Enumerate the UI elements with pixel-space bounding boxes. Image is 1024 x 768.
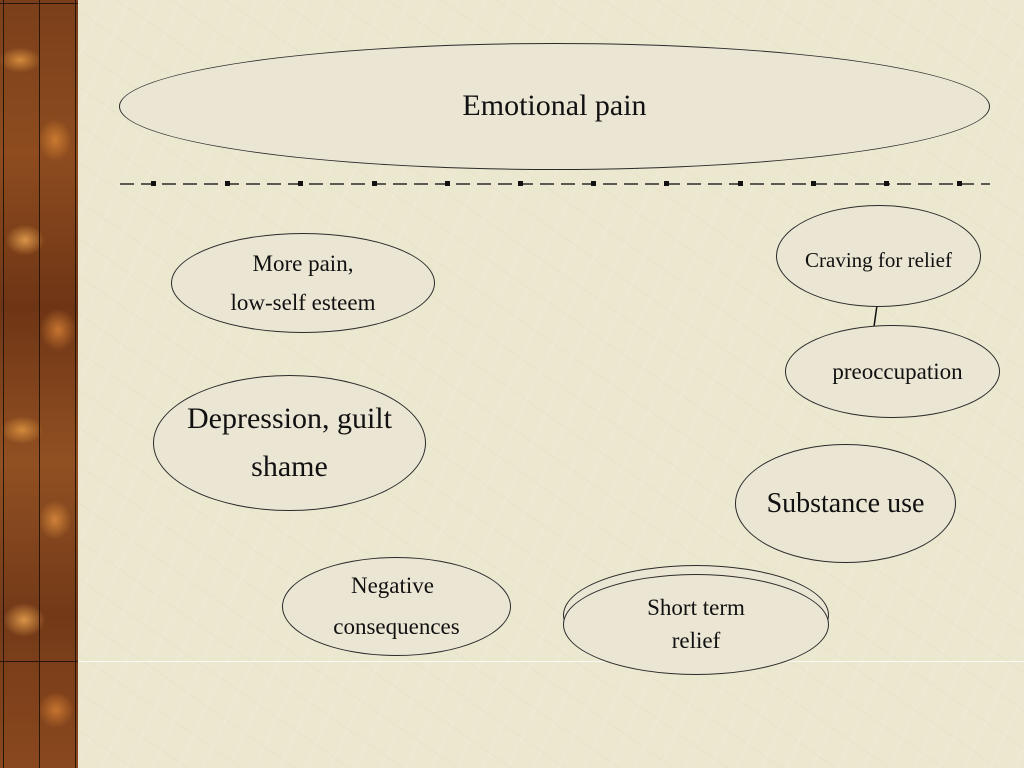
substance-use-node: Substance use [735, 444, 956, 563]
node-label: preoccupation [832, 358, 963, 384]
depression-guilt-shame-node: Depression, guilt shame [153, 375, 426, 511]
strip-divider [0, 661, 78, 662]
node-label-line: relief [671, 627, 721, 653]
emotional-pain-node: Emotional pain [119, 43, 990, 170]
strip-divider [3, 0, 4, 768]
craving-for-relief-node: Craving for relief [776, 205, 981, 307]
node-label-line: consequences [333, 613, 460, 639]
node-label-line: Short term [647, 595, 745, 621]
node-label: Emotional pain [462, 89, 647, 123]
negative-consequences-node: Negative consequences [282, 557, 511, 656]
node-label-line: More pain, [252, 250, 354, 276]
more-pain-node: More pain, low-self esteem [171, 233, 435, 333]
node-label-line: shame [251, 450, 328, 483]
strip-divider [39, 0, 40, 768]
bottom-rule [78, 661, 1024, 662]
node-label-line: Negative [350, 573, 434, 599]
strip-divider [0, 3, 78, 4]
short-term-relief-node: Short term relief [563, 574, 829, 675]
node-label-line: Depression, guilt [187, 402, 392, 435]
preoccupation-node: preoccupation [785, 325, 1000, 418]
strip-divider [75, 0, 76, 768]
node-label: Craving for relief [805, 248, 952, 272]
node-label: Substance use [766, 487, 925, 519]
node-label-line: low-self esteem [230, 290, 376, 315]
divider-dots [151, 181, 962, 186]
